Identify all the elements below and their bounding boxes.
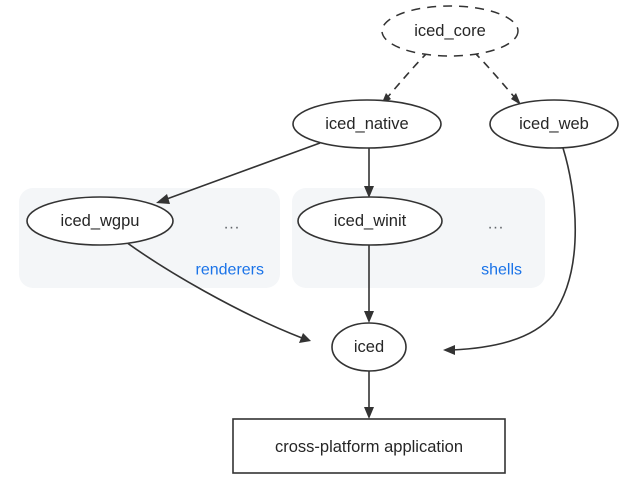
- node-iced-wgpu[interactable]: iced_wgpu: [26, 196, 174, 246]
- node-iced-web-label: iced_web: [519, 115, 589, 133]
- edge-iced-core-to-iced-web: [473, 51, 521, 105]
- edge-arrowhead: [443, 345, 455, 355]
- node-iced-web-shape[interactable]: [489, 99, 619, 149]
- cluster-shells-ellipsis: ...: [488, 216, 504, 233]
- edge-arrowhead: [364, 186, 374, 198]
- node-iced-label: iced: [354, 338, 384, 356]
- node-iced-wgpu-shape[interactable]: [26, 196, 174, 246]
- edge-path: [163, 142, 321, 201]
- cluster-renderers-label: renderers: [196, 262, 264, 279]
- edge-iced-winit-to-iced: [364, 245, 374, 323]
- edge-arrowhead: [364, 407, 374, 419]
- node-iced-winit[interactable]: iced_winit: [297, 196, 443, 246]
- node-application[interactable]: cross-platform application: [232, 418, 506, 474]
- edge-path: [473, 51, 517, 100]
- edge-path: [451, 147, 577, 351]
- edge-iced-wgpu-to-iced: [125, 241, 311, 343]
- edge-iced-to-application: [364, 371, 374, 419]
- edge-arrowhead: [156, 194, 170, 204]
- node-iced-shape[interactable]: [331, 322, 407, 372]
- edge-path: [385, 51, 429, 100]
- node-iced-core-label: iced_core: [414, 22, 486, 40]
- edge-iced-native-to-iced-winit: [364, 148, 374, 198]
- node-iced[interactable]: iced: [331, 322, 407, 372]
- edge-path: [125, 241, 303, 339]
- node-iced-native-label: iced_native: [325, 115, 408, 133]
- node-iced-winit-label: iced_winit: [334, 212, 407, 230]
- node-iced-core-shape[interactable]: [381, 5, 519, 57]
- cluster-renderers-ellipsis: ...: [224, 216, 240, 233]
- edge-arrowhead: [299, 333, 311, 343]
- cluster-shells-label: shells: [481, 262, 522, 279]
- node-iced-core[interactable]: iced_core: [381, 5, 519, 57]
- edge-iced-core-to-iced-native: [381, 51, 429, 105]
- edge-arrowhead: [511, 93, 521, 105]
- node-iced-wgpu-label: iced_wgpu: [61, 212, 140, 230]
- edge-iced-web-to-iced: [443, 147, 577, 355]
- node-iced-web[interactable]: iced_web: [489, 99, 619, 149]
- node-iced-native[interactable]: iced_native: [292, 99, 442, 149]
- node-application-label: cross-platform application: [275, 438, 463, 456]
- node-iced-winit-shape[interactable]: [297, 196, 443, 246]
- node-application-shape[interactable]: [232, 418, 506, 474]
- edge-arrowhead: [364, 311, 374, 323]
- node-iced-native-shape[interactable]: [292, 99, 442, 149]
- edge-iced-native-to-iced-wgpu: [156, 142, 321, 204]
